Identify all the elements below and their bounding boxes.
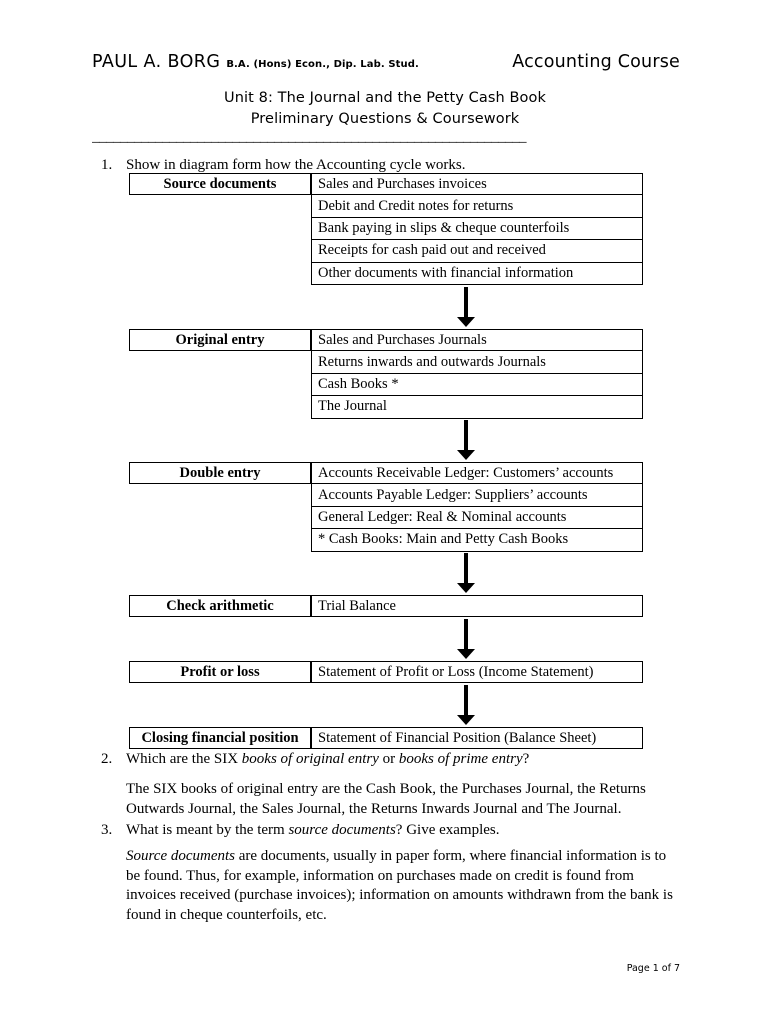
page-footer: Page 1 of 7 xyxy=(626,963,680,974)
question-1-text: Show in diagram form how the Accounting … xyxy=(126,157,466,173)
table-row: General Ledger: Real & Nominal accounts xyxy=(129,506,643,530)
author-qualifications: B.A. (Hons) Econ., Dip. Lab. Stud. xyxy=(226,59,419,70)
block-label: Source documents xyxy=(129,173,311,196)
header-divider: ________________________________________… xyxy=(92,134,527,144)
flow-arrow-down-icon xyxy=(457,420,475,462)
question-2: 2. Which are the SIX books of original e… xyxy=(101,750,671,770)
table-row: Returns inwards and outwards Journals xyxy=(129,351,643,374)
flow-arrow-down-icon xyxy=(457,685,475,727)
table-row: Debit and Credit notes for returns xyxy=(129,195,643,218)
block-cell: The Journal xyxy=(311,396,643,419)
table-row: Closing financial position Statement of … xyxy=(129,727,643,750)
block-cell: General Ledger: Real & Nominal accounts xyxy=(311,506,643,530)
block-label-spacer xyxy=(129,217,311,241)
table-row: Check arithmetic Trial Balance xyxy=(129,595,643,618)
table-row: Source documents Sales and Purchases inv… xyxy=(129,173,643,196)
question-1: 1. Show in diagram form how the Accounti… xyxy=(101,156,661,176)
block-label: Double entry xyxy=(129,462,311,485)
block-cell: Other documents with financial informati… xyxy=(311,262,643,285)
question-2-text: Which are the SIX books of original entr… xyxy=(126,750,671,770)
question-3-answer-italic: Source documents xyxy=(126,848,235,864)
flow-arrow-down-icon xyxy=(457,287,475,329)
question-2-answer: The SIX books of original entry are the … xyxy=(126,781,646,817)
diagram-block-original-entry: Original entry Sales and Purchases Journ… xyxy=(129,329,643,419)
block-cell: Accounts Receivable Ledger: Customers’ a… xyxy=(311,462,643,485)
block-label: Check arithmetic xyxy=(129,595,311,618)
question-2-italic-2: books of prime entry xyxy=(398,751,523,767)
subtitle-line-1: Unit 8: The Journal and the Petty Cash B… xyxy=(224,90,546,106)
table-row: Profit or loss Statement of Profit or Lo… xyxy=(129,661,643,684)
table-row: Cash Books * xyxy=(129,373,643,397)
question-2-middle: or xyxy=(378,751,399,767)
block-label-spacer xyxy=(129,396,311,419)
block-label: Closing financial position xyxy=(129,727,311,750)
block-label-spacer xyxy=(129,484,311,507)
block-label-spacer xyxy=(129,506,311,530)
table-row: Other documents with financial informati… xyxy=(129,262,643,285)
question-3-text: What is meant by the term source documen… xyxy=(126,821,671,841)
block-cell: Returns inwards and outwards Journals xyxy=(311,351,643,374)
block-cell: Sales and Purchases invoices xyxy=(311,173,643,196)
question-3-suffix: ? Give examples. xyxy=(395,822,500,838)
question-3-answer: Source documents are documents, usually … xyxy=(126,847,684,925)
diagram-block-source-documents: Source documents Sales and Purchases inv… xyxy=(129,173,643,285)
block-cell: Receipts for cash paid out and received xyxy=(311,240,643,263)
table-row: Original entry Sales and Purchases Journ… xyxy=(129,329,643,352)
diagram-block-closing-financial-position: Closing financial position Statement of … xyxy=(129,727,643,750)
block-cell: Debit and Credit notes for returns xyxy=(311,195,643,218)
diagram-block-check-arithmetic: Check arithmetic Trial Balance xyxy=(129,595,643,618)
question-3-prefix: What is meant by the term xyxy=(126,822,289,838)
block-cell: Accounts Payable Ledger: Suppliers’ acco… xyxy=(311,484,643,507)
block-cell: Trial Balance xyxy=(311,595,643,618)
question-3-answer-rest: are documents, usually in paper form, wh… xyxy=(126,848,673,923)
question-3: 3. What is meant by the term source docu… xyxy=(101,821,671,841)
diagram-block-double-entry: Double entry Accounts Receivable Ledger:… xyxy=(129,462,643,552)
subtitle-line-2: Preliminary Questions & Coursework xyxy=(250,111,520,127)
table-row: Bank paying in slips & cheque counterfoi… xyxy=(129,217,643,241)
question-1-number: 1. xyxy=(101,157,113,173)
table-row: Receipts for cash paid out and received xyxy=(129,240,643,263)
course-title: Accounting Course xyxy=(512,52,680,72)
block-label-spacer xyxy=(129,373,311,397)
block-label: Profit or loss xyxy=(129,661,311,684)
block-label-spacer xyxy=(129,351,311,374)
question-3-number: 3. xyxy=(101,822,113,838)
block-label-spacer xyxy=(129,529,311,552)
document-subtitle: Unit 8: The Journal and the Petty Cash B… xyxy=(0,88,770,130)
question-2-prefix: Which are the SIX xyxy=(126,751,242,767)
block-label-spacer xyxy=(129,240,311,263)
block-cell: * Cash Books: Main and Petty Cash Books xyxy=(311,529,643,552)
author-block: PAUL A. BORG B.A. (Hons) Econ., Dip. Lab… xyxy=(92,52,419,72)
flow-arrow-down-icon xyxy=(457,619,475,661)
table-row: Accounts Payable Ledger: Suppliers’ acco… xyxy=(129,484,643,507)
table-row: The Journal xyxy=(129,396,643,419)
question-2-italic-1: books of original entry xyxy=(241,751,379,767)
author-name: PAUL A. BORG xyxy=(92,52,221,72)
question-2-number: 2. xyxy=(101,751,113,767)
diagram-block-profit-or-loss: Profit or loss Statement of Profit or Lo… xyxy=(129,661,643,684)
block-label-spacer xyxy=(129,262,311,285)
question-3-italic-1: source documents xyxy=(288,822,396,838)
table-row: * Cash Books: Main and Petty Cash Books xyxy=(129,529,643,552)
block-label-spacer xyxy=(129,195,311,218)
block-cell: Bank paying in slips & cheque counterfoi… xyxy=(311,217,643,241)
flow-arrow-down-icon xyxy=(457,553,475,595)
document-header: PAUL A. BORG B.A. (Hons) Econ., Dip. Lab… xyxy=(92,52,680,78)
table-row: Double entry Accounts Receivable Ledger:… xyxy=(129,462,643,485)
block-cell: Statement of Financial Position (Balance… xyxy=(311,727,643,750)
question-2-suffix: ? xyxy=(522,751,530,767)
block-label: Original entry xyxy=(129,329,311,352)
block-cell: Cash Books * xyxy=(311,373,643,397)
block-cell: Sales and Purchases Journals xyxy=(311,329,643,352)
block-cell: Statement of Profit or Loss (Income Stat… xyxy=(311,661,643,684)
